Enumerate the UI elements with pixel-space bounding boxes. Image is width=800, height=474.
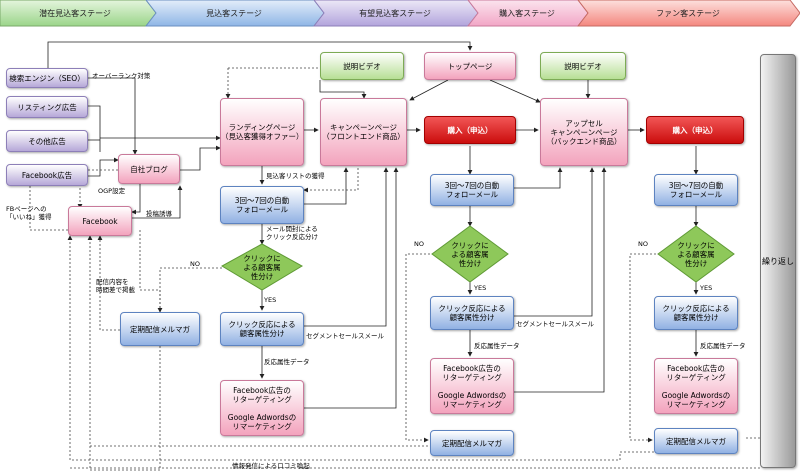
label-reaction-data-2: 反応属性データ	[474, 342, 520, 350]
label-no-1: NO	[190, 260, 200, 268]
node-other-ads: その他広告	[6, 130, 88, 152]
label-fbpage: FBページへの 「いいね」獲得	[6, 205, 52, 221]
label-mail-click: メール開封による クリック反応分け	[266, 225, 318, 241]
node-company-blog: 自社ブログ	[118, 154, 180, 184]
label-reaction-data-3: 反応属性データ	[700, 342, 746, 350]
node-newsletter-1: 定期配信メルマガ	[120, 312, 200, 346]
node-segment-1: クリック反応による 顧客属性分け	[220, 312, 304, 346]
decision-text-2: クリックに よる顧客属 性分け	[451, 240, 489, 268]
node-segment-2: クリック反応による 顧客属性分け	[430, 296, 514, 330]
node-newsletter-2: 定期配信メルマガ	[430, 430, 514, 456]
label-word-of-mouth: 情報発信による口コミ喚起	[232, 462, 310, 470]
node-auto-followup-3: 3回～7回の自動 フォローメール	[654, 174, 738, 206]
decision-diamond-3	[657, 225, 735, 283]
node-explainer-video-1: 説明ビデオ	[320, 52, 404, 80]
label-yes-2: YES	[474, 284, 487, 292]
label-segment-mail-2: セグメントセールスメール	[516, 320, 594, 328]
node-retargeting-2: Facebook広告の リターゲティング Google Adwordsの リマー…	[430, 358, 514, 414]
node-purchase-1: 購入（申込）	[424, 116, 516, 144]
node-landing-page: ランディングページ （見込客獲得オファー）	[220, 98, 304, 166]
stage-chevron-5	[576, 0, 800, 27]
node-top-page: トップページ	[424, 52, 516, 80]
label-overrank: オーバーランク対策	[92, 72, 151, 80]
node-purchase-2: 購入（申込）	[646, 116, 744, 144]
label-yes-1: YES	[264, 296, 277, 304]
label-no-3: NO	[638, 240, 648, 248]
decision-diamond-2	[431, 225, 509, 283]
node-auto-followup-2: 3回～7回の自動 フォローメール	[430, 174, 514, 206]
node-campaign-page: キャンペーンページ （フロントエンド商品）	[320, 98, 407, 166]
repeat-bar: 繰り返し	[760, 54, 796, 468]
label-post-guidance: 投稿誘導	[146, 210, 172, 218]
label-reaction-data-1: 反応属性データ	[264, 358, 310, 366]
node-segment-3: クリック反応による 顧客属性分け	[654, 296, 738, 330]
node-upsell-campaign-page: アップセル キャンペーンページ （バックエンド商品）	[540, 98, 628, 166]
node-retargeting-1: Facebook広告の リターゲティング Google Adwordsの リマー…	[220, 380, 304, 436]
node-retargeting-3: Facebook広告の リターゲティング Google Adwordsの リマー…	[654, 358, 738, 414]
label-no-2: NO	[414, 240, 424, 248]
label-yes-3: YES	[700, 284, 713, 292]
node-listing-ads: リスティング広告	[6, 96, 88, 118]
decision-diamond-1	[220, 243, 304, 291]
node-facebook-ads: Facebook広告	[6, 164, 88, 186]
label-delivery-delay: 配信内容を 時間差で掲載	[96, 278, 135, 294]
label-ogp: OGP設定	[98, 187, 126, 195]
stage-label-1: 潜在見込客ステージ	[39, 8, 111, 18]
decision-text-3: クリックに よる顧客属 性分け	[677, 240, 715, 268]
node-auto-followup-1: 3回～7回の自動 フォローメール	[220, 186, 304, 224]
node-newsletter-3: 定期配信メルマガ	[654, 428, 738, 454]
label-list-acquisition: 見込客リストの獲得	[266, 172, 325, 180]
label-segment-mail-1: セグメントセールスメール	[306, 332, 384, 340]
stage-label-3: 有望見込客ステージ	[359, 8, 431, 18]
stage-label-4: 購入客ステージ	[499, 8, 555, 18]
node-seo: 検索エンジン（SEO）	[6, 68, 88, 88]
stage-label-5: ファン客ステージ	[656, 8, 720, 18]
decision-text-1: クリックに よる顧客属 性分け	[243, 253, 281, 281]
node-explainer-video-2: 説明ビデオ	[540, 52, 626, 80]
stage-label-2: 見込客ステージ	[206, 8, 262, 18]
node-facebook: Facebook	[68, 206, 132, 236]
